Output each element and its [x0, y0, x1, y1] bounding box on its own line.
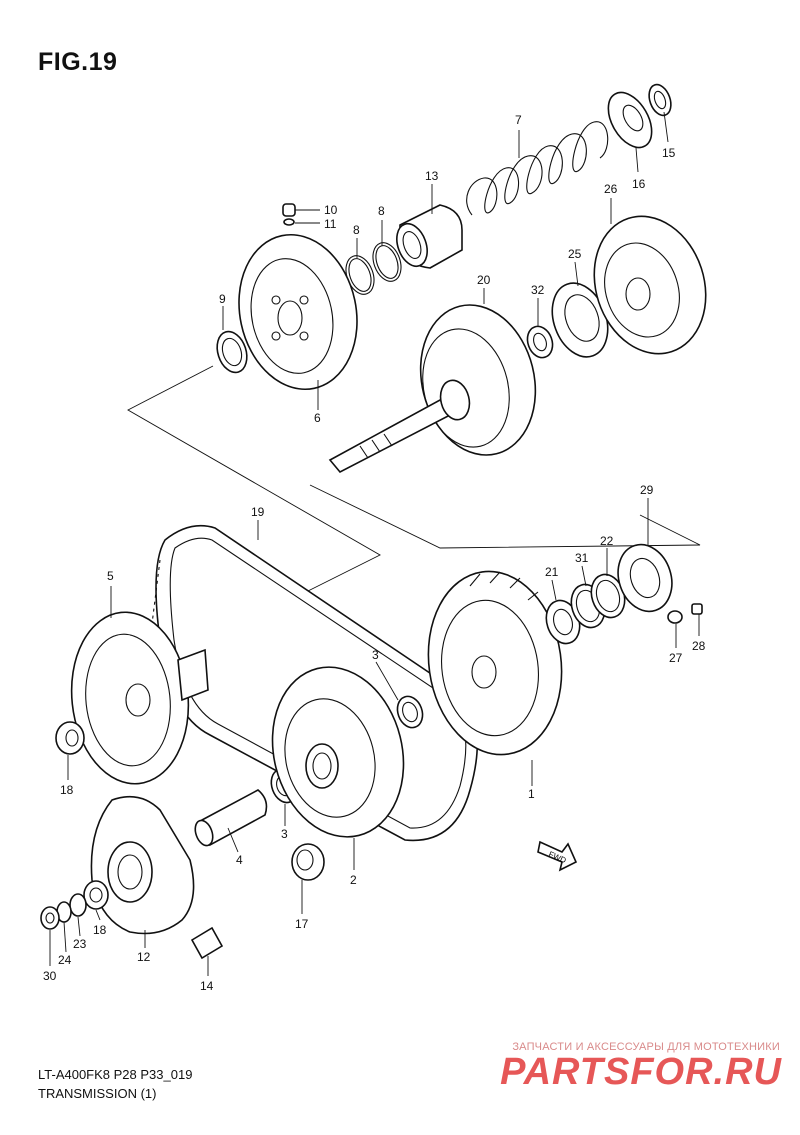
- watermark-caption: ЗАПЧАСТИ И АКСЕССУАРЫ ДЛЯ МОТОТЕХНИКИ: [512, 1041, 780, 1053]
- part-7-spring: [466, 121, 609, 216]
- callout-20: 20: [477, 273, 491, 287]
- callout-2: 2: [350, 873, 357, 887]
- part-14-key: [190, 926, 224, 960]
- part-29-bearing: [617, 543, 673, 613]
- part-13-sleeve: [396, 204, 463, 269]
- part-18-nut-upper: [55, 721, 85, 755]
- part-3-bushing-upper: [396, 695, 424, 729]
- part-5-drive-plate: [70, 611, 209, 785]
- callout-25: 25: [568, 247, 582, 261]
- callout-6: 6: [314, 411, 321, 425]
- callout-4: 4: [236, 853, 243, 867]
- callout-5: 5: [107, 569, 114, 583]
- callout-16: 16: [632, 177, 646, 191]
- fwd-direction-arrow: FWD: [537, 840, 578, 872]
- callout-3-upper: 3: [372, 648, 379, 662]
- callout-21: 21: [545, 565, 559, 579]
- callout-32: 32: [531, 283, 545, 297]
- part-18-nut-lower: [83, 880, 109, 910]
- callout-1: 1: [528, 787, 535, 801]
- callout-31: 31: [575, 551, 589, 565]
- part-8-o-rings: [345, 242, 402, 295]
- part-12-drive-face: [90, 795, 195, 935]
- callout-9: 9: [219, 292, 226, 306]
- part-6-driven-face: [238, 233, 358, 391]
- callout-11: 11: [324, 217, 337, 231]
- assembly-reference-lines: [127, 365, 701, 601]
- part-23-washer: [69, 893, 87, 917]
- callout-14: 14: [200, 979, 214, 993]
- callout-24: 24: [58, 953, 72, 967]
- callout-22: 22: [600, 534, 614, 548]
- callout-23: 23: [73, 937, 87, 951]
- part-4-spacer: [194, 789, 268, 847]
- callout-10: 10: [324, 203, 338, 217]
- part-20-clutch-housing: [328, 304, 537, 474]
- callout-26: 26: [604, 182, 618, 196]
- part-17-roller: [291, 843, 325, 881]
- callout-3-lower: 3: [281, 827, 288, 841]
- callout-28: 28: [692, 639, 706, 653]
- part-10-11-pin: [282, 203, 296, 226]
- callout-7: 7: [515, 113, 522, 127]
- callout-12: 12: [137, 950, 151, 964]
- callout-27: 27: [669, 651, 683, 665]
- callout-19: 19: [251, 505, 265, 519]
- part-9-bearing: [216, 330, 248, 374]
- callout-numbers: 1 2 3 3 4 5 6 7 8 8 9 10 11 12 13 14 15 …: [43, 113, 706, 993]
- part-32-bearing: [526, 325, 554, 359]
- callout-18-lower: 18: [93, 923, 107, 937]
- callout-8-right: 8: [378, 204, 385, 218]
- part-28-bolt: [691, 603, 703, 615]
- callout-8-left: 8: [353, 223, 360, 237]
- part-16-spring-seat: [607, 91, 653, 149]
- callout-18-upper: 18: [60, 783, 74, 797]
- callout-29: 29: [640, 483, 654, 497]
- callout-leader-lines: [49, 111, 700, 976]
- callout-13: 13: [425, 169, 439, 183]
- part-15-circlip: [648, 83, 672, 117]
- part-30-nut: [40, 906, 60, 930]
- part-2-movable-drive-face: [271, 666, 405, 838]
- section-title: TRANSMISSION (1): [38, 1086, 157, 1101]
- part-1-fixed-drive-face: [427, 570, 563, 756]
- callout-30: 30: [43, 969, 57, 983]
- part-26-clutch-shoe: [593, 215, 707, 355]
- model-code: LT-A400FK8 P28 P33_019: [38, 1067, 193, 1082]
- watermark-logo: PARTSFOR.RU: [500, 1051, 782, 1093]
- part-27-washer: [667, 610, 683, 624]
- figure-title: FIG.19: [38, 48, 118, 76]
- callout-15: 15: [662, 146, 676, 160]
- callout-17: 17: [295, 917, 309, 931]
